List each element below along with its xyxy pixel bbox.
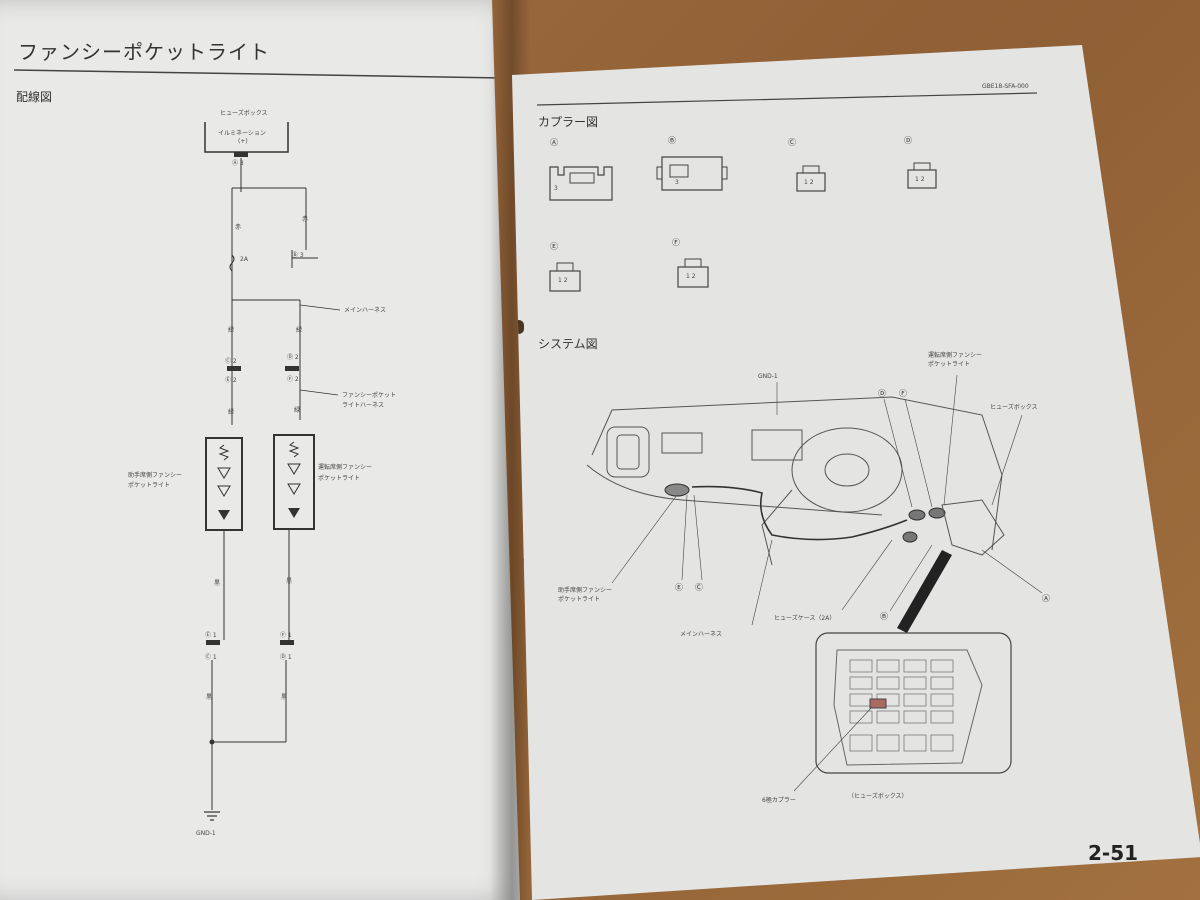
illumination-label: イルミネーション <box>218 130 266 137</box>
system-label-a: Ⓐ <box>1042 594 1050 603</box>
system-label-e: Ⓔ <box>675 583 683 592</box>
right-page: GBE18-SFA-000 カプラー図 Ⓐ Ⓑ Ⓒ Ⓓ Ⓔ Ⓕ 3 3 1 2 … <box>512 45 1200 900</box>
coupler-d-label: Ⓓ <box>904 136 912 145</box>
connector-d2: Ⓓ 2 <box>287 354 299 361</box>
wire-color-green-1: 緑 <box>228 327 235 334</box>
wire-color-red-2: 赤 <box>302 216 309 223</box>
wire-color-green-4: 緑 <box>294 407 301 414</box>
left-wiring-diagram <box>13 69 506 821</box>
fuse-box-label: ヒューズボックス <box>220 110 268 117</box>
coupler-f-pins: 1 2 <box>686 273 696 280</box>
coupler-a-pin: 3 <box>554 185 558 192</box>
wire-color-black-2: 黒 <box>286 578 293 585</box>
wire-color-green-3: 緑 <box>228 409 235 416</box>
coupler-e-pins: 1 2 <box>558 277 568 284</box>
system-passenger-light-1: 助手席側ファンシー <box>558 587 613 594</box>
system-label-c: Ⓒ <box>695 583 703 592</box>
system-driver-light-2: ポケットライト <box>928 361 971 368</box>
connector-e2: Ⓔ 2 <box>225 377 237 384</box>
coupler-c-label: Ⓒ <box>788 138 796 147</box>
connector-f1: Ⓕ 1 <box>280 632 292 639</box>
fancy-harness-label-2: ライトハーネス <box>342 402 385 409</box>
passenger-light-label-2: ポケットライト <box>128 482 171 489</box>
driver-light-label-1: 運転席側ファンシー <box>318 464 373 471</box>
connector-e1: Ⓔ 1 <box>205 632 217 639</box>
ground-label: GND-1 <box>196 830 216 837</box>
coupler-f-label: Ⓕ <box>672 238 680 247</box>
system-main-harness: メインハーネス <box>680 631 723 638</box>
right-diagrams <box>536 92 1043 792</box>
coupler-b-pin: 3 <box>675 179 679 186</box>
system-gnd-label: GND-1 <box>758 373 778 380</box>
connector-d1: Ⓓ 1 <box>280 654 292 661</box>
wire-color-green-2: 緑 <box>296 327 303 334</box>
section-system: システム図 <box>538 337 598 351</box>
coupler-b-label: Ⓑ <box>668 136 676 145</box>
fancy-harness-label-1: ファンシーポケット <box>342 392 397 399</box>
page-number: 2-51 <box>1088 841 1139 865</box>
system-label-b: Ⓑ <box>880 612 888 621</box>
wire-color-black-4: 黒 <box>281 694 288 701</box>
binder-hole <box>514 320 524 334</box>
system-fuse-case: ヒューズケース（2A） <box>774 615 836 622</box>
wire-color-black-1: 黒 <box>214 580 221 587</box>
wire-color-black-3: 黒 <box>206 694 213 701</box>
system-passenger-light-2: ポケットライト <box>558 596 601 603</box>
plus-symbol: (+) <box>238 138 248 145</box>
six-pole-coupler-label: 6極カプラー <box>762 797 796 804</box>
section-coupler: カプラー図 <box>538 115 599 129</box>
connector-f2: Ⓕ 2 <box>287 376 299 383</box>
coupler-a-label: Ⓐ <box>550 138 558 147</box>
coupler-d-pins: 1 2 <box>915 176 925 183</box>
passenger-light-label-1: 助手席側ファンシー <box>128 472 183 479</box>
fuse-rating: 2A <box>240 256 248 263</box>
wire-color-red: 赤 <box>235 224 242 231</box>
system-driver-light-1: 運転席側ファンシー <box>928 352 983 359</box>
coupler-c-pins: 1 2 <box>804 179 814 186</box>
main-harness-label: メインハーネス <box>344 307 387 314</box>
page-title: ファンシーポケットライト <box>18 40 270 64</box>
system-label-f: Ⓕ <box>899 389 907 398</box>
inset-fuse-box-label: （ヒューズボックス） <box>848 793 908 800</box>
connector-c1: Ⓒ 1 <box>205 654 217 661</box>
connector-c2: Ⓒ 2 <box>225 358 237 365</box>
system-fuse-box: ヒューズボックス <box>990 404 1038 411</box>
connector-a3: Ⓐ 3 <box>232 160 244 167</box>
driver-light-label-2: ポケットライト <box>318 475 361 482</box>
doc-code: GBE18-SFA-000 <box>982 83 1029 90</box>
left-page: ファンシーポケットライト 配線図 ヒューズボックス イルミネーション (+) Ⓐ… <box>0 0 520 900</box>
coupler-e-label: Ⓔ <box>550 242 558 251</box>
connector-b3: Ⓑ 3 <box>292 252 304 259</box>
section-wiring: 配線図 <box>16 90 53 104</box>
system-label-d: Ⓓ <box>878 389 886 398</box>
